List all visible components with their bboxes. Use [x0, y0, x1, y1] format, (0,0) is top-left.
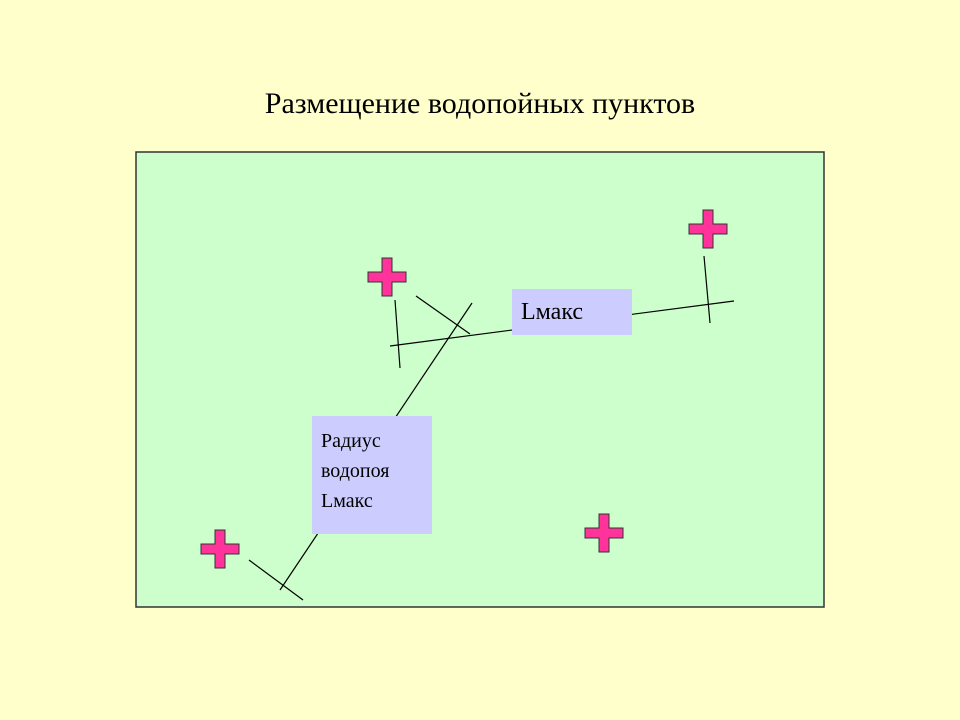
- cross-icon: [367, 257, 407, 297]
- slide-title: Размещение водопойных пунктов: [264, 87, 696, 120]
- radius-label-line1: Радиус: [321, 430, 381, 452]
- radius-tick-lower: [248, 559, 304, 601]
- radius-label-line3: Lмакс: [321, 490, 373, 512]
- radius-tick-upper: [415, 295, 471, 335]
- tick-marker-top-right: [703, 255, 711, 324]
- tick-marker-top-left: [394, 299, 401, 369]
- cross-icon: [584, 513, 624, 553]
- radius-label-line2: водопоя: [321, 460, 390, 482]
- lmax-label-box: Lмакс: [512, 289, 632, 335]
- lmax-label: Lмакс: [521, 299, 584, 325]
- pasture-field: [135, 151, 825, 608]
- radius-label-box: Радиус водопоя Lмакс: [312, 416, 432, 534]
- cross-icon: [688, 209, 728, 249]
- cross-icon: [200, 529, 240, 569]
